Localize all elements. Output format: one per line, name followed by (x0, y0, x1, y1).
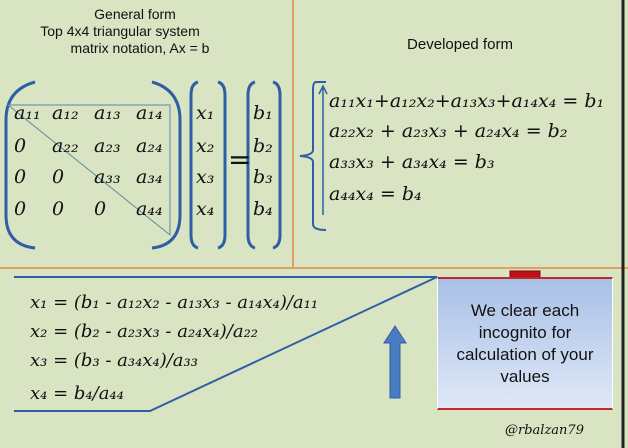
back-substitution-outline (14, 276, 438, 412)
matrix-entry: a₁₄ (136, 102, 163, 124)
note-box: We clear each incognito for calculation … (437, 277, 613, 410)
matrix-entry: a₄₄ (136, 198, 163, 220)
x-entry: x₂ (196, 135, 215, 157)
matrix-entry: 0 (14, 198, 27, 220)
b-right-bracket (272, 80, 282, 250)
matrix-entry: 0 (14, 166, 27, 188)
upper-triangle-outline (6, 104, 171, 237)
triangular-system-title: Top 4x4 triangular system (40, 23, 200, 39)
solution-row: x₃ = (b₃ - a₃₄x₄)/a₃₃ (30, 350, 198, 371)
general-form-title: General form (94, 6, 176, 22)
b-entry: b₂ (253, 135, 273, 157)
matrix-entry: 0 (52, 166, 65, 188)
x-right-bracket (217, 80, 227, 250)
equation-row: a₁₁x₁+a₁₂x₂+a₁₃x₃+a₁₄x₄ = b₁ (329, 90, 605, 112)
x-entry: x₁ (196, 102, 215, 124)
matrix-entry: a₁₂ (52, 102, 79, 124)
equation-row: a₃₃x₃ + a₃₄x₄ = b₃ (329, 151, 495, 173)
equation-row: a₄₄x₄ = b₄ (329, 183, 422, 205)
equals-sign: = (228, 143, 252, 176)
equation-row: a₂₂x₂ + a₂₃x₃ + a₂₄x₄ = b₂ (329, 120, 568, 142)
matrix-entry: a₂₃ (94, 135, 121, 157)
matrix-entry: 0 (94, 198, 107, 220)
system-brace (299, 81, 327, 231)
matrix-left-paren (4, 80, 36, 250)
watermark: @rbalzan79 (505, 423, 584, 438)
x-entry: x₃ (196, 166, 215, 188)
x-entry: x₄ (196, 198, 215, 220)
developed-form-title: Developed form (407, 36, 513, 53)
matrix-entry: a₂₄ (136, 135, 163, 157)
b-left-bracket (246, 80, 256, 250)
matrix-entry: a₂₂ (52, 135, 79, 157)
b-entry: b₄ (253, 198, 273, 220)
matrix-entry: a₃₄ (136, 166, 163, 188)
b-entry: b₁ (253, 102, 273, 124)
solution-row: x₂ = (b₂ - a₂₃x₃ - a₂₄x₄)/a₂₂ (30, 321, 259, 342)
up-arrow-icon (318, 84, 328, 95)
matrix-right-paren (151, 80, 182, 250)
solution-row: x₄ = b₄/a₄₄ (30, 383, 124, 404)
matrix-entry: a₁₁ (14, 102, 41, 124)
matrix-entry: a₃₃ (94, 166, 121, 188)
big-up-arrow-icon (383, 325, 407, 399)
matrix-entry: 0 (52, 198, 65, 220)
b-entry: b₃ (253, 166, 273, 188)
solution-row: x₁ = (b₁ - a₁₂x₂ - a₁₃x₃ - a₁₄x₄)/a₁₁ (30, 292, 319, 313)
matrix-notation-title: matrix notation, Ax = b (70, 40, 210, 56)
x-left-bracket (189, 80, 199, 250)
matrix-entry: a₁₃ (94, 102, 121, 124)
matrix-entry: 0 (14, 135, 27, 157)
note-text: We clear each incognito for calculation … (456, 300, 594, 386)
